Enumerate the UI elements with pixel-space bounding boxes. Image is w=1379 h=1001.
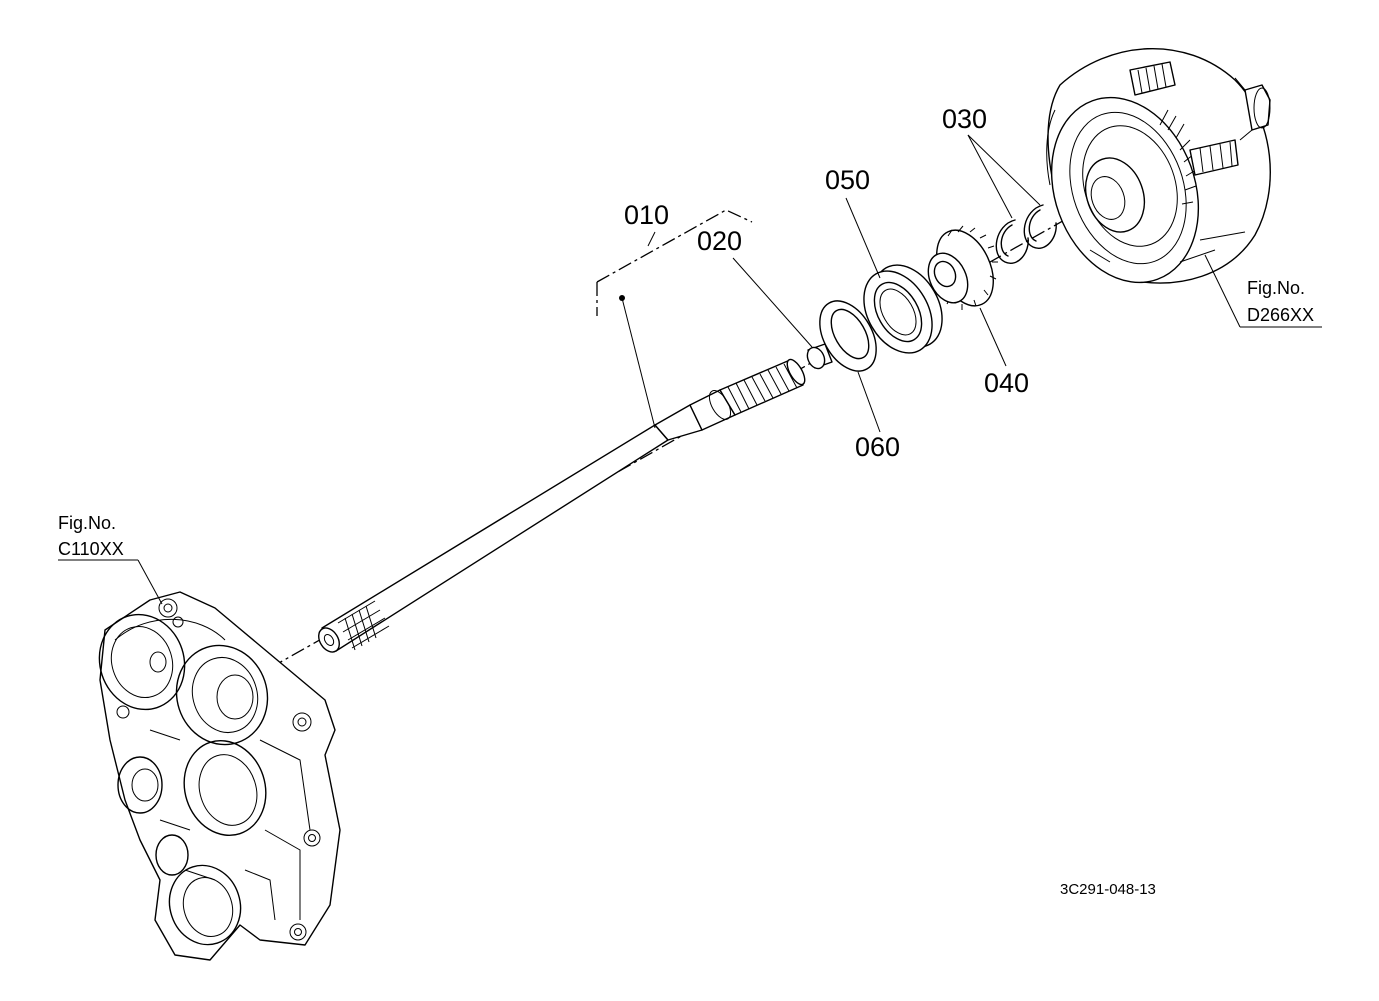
- part-label-020: 020: [697, 226, 742, 256]
- fig-ref-right-prefix: Fig.No.: [1247, 278, 1305, 298]
- fig-ref-right-code: D266XX: [1247, 305, 1314, 325]
- fig-ref-left-code: C110XX: [58, 539, 124, 559]
- clutch-drum-icon: [1046, 47, 1271, 284]
- fig-ref-left-prefix: Fig.No.: [58, 513, 116, 533]
- part-label-050: 050: [825, 165, 870, 195]
- bushing-020-icon: [806, 343, 833, 370]
- gear-040-icon: [927, 225, 998, 310]
- part-label-040: 040: [984, 368, 1029, 398]
- circlip-030-icon: [995, 204, 1057, 264]
- part-label-030: 030: [942, 104, 987, 134]
- part-label-060: 060: [855, 432, 900, 462]
- part-label-010: 010: [624, 200, 669, 230]
- leader-lines: [58, 134, 1322, 605]
- bearing-050-icon: [863, 264, 943, 354]
- shaft-icon: [318, 358, 806, 653]
- drawing-code: 3C291-048-13: [1060, 881, 1156, 898]
- washer-060-icon: [819, 300, 877, 372]
- gear-case-housing-icon: [98, 591, 341, 961]
